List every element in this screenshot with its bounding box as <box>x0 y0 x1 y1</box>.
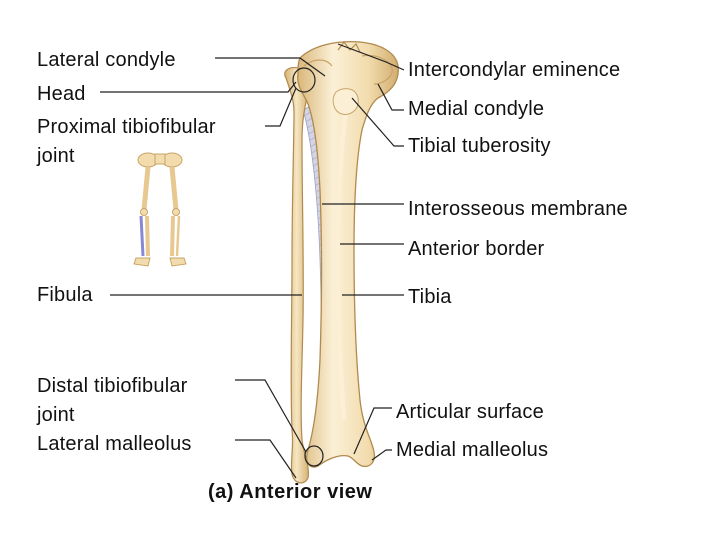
label-interosseous-membrane: Interosseous membrane <box>408 198 628 220</box>
label-head: Head <box>37 83 86 105</box>
proximal-joint-marker <box>292 67 316 93</box>
distal-joint-marker <box>304 445 324 467</box>
intercondylar-eminence-shape <box>337 41 361 53</box>
label-distal-tibiofibular-joint-line1: Distal tibiofibular <box>37 375 188 397</box>
skeleton-thumbnail <box>133 152 187 267</box>
label-articular-surface: Articular surface <box>396 401 544 423</box>
tibia-shape <box>297 40 399 468</box>
label-proximal-tibiofibular-joint-line2: joint <box>37 145 75 167</box>
medial-condyle-detail <box>361 54 393 85</box>
leader-head <box>100 81 297 93</box>
label-anterior-border: Anterior border <box>408 238 545 260</box>
label-lateral-malleolus: Lateral malleolus <box>37 433 192 455</box>
label-intercondylar-eminence: Intercondylar eminence <box>408 59 621 81</box>
lateral-condyle-detail <box>303 59 333 67</box>
label-distal-tibiofibular-joint-line2: joint <box>37 404 75 426</box>
leader-lines <box>100 43 405 479</box>
leader-lateral-condyle <box>215 57 326 77</box>
label-tibial-tuberosity: Tibial tuberosity <box>408 135 551 157</box>
label-medial-condyle: Medial condyle <box>408 98 545 120</box>
leader-medial-malleolus <box>371 449 392 461</box>
label-fibula: Fibula <box>37 284 93 306</box>
label-medial-malleolus: Medial malleolus <box>396 439 549 461</box>
label-proximal-tibiofibular-joint-line1: Proximal tibiofibular <box>37 116 216 138</box>
figure-caption: (a) Anterior view <box>208 481 373 503</box>
leader-distal-joint <box>235 379 307 453</box>
leader-articular-surface <box>353 407 392 455</box>
leader-lateral-malleolus <box>235 439 297 479</box>
anterior-border-ridge <box>335 109 349 421</box>
leader-tibial-tuberosity <box>351 97 404 147</box>
leader-proximal-joint <box>265 87 297 127</box>
label-lateral-condyle: Lateral condyle <box>37 49 176 71</box>
label-tibia: Tibia <box>408 286 452 308</box>
tibial-tuberosity-shape <box>332 88 359 115</box>
leader-intercondylar <box>337 43 405 71</box>
leader-medial-condyle <box>377 83 404 111</box>
